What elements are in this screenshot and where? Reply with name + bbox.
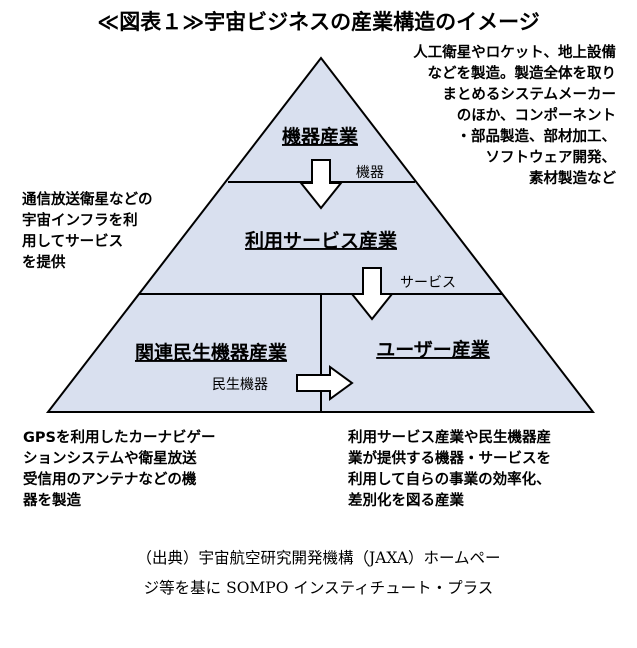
note-line: 素材製造など	[529, 171, 616, 187]
note-line: ジ等を基に SOMPO インスティチュート・プラス	[143, 579, 494, 597]
flow-label-service: サービス	[400, 275, 456, 291]
note-line: のほか、コンポーネント	[456, 108, 616, 124]
note-line: 利用して自らの事業の効率化、	[348, 472, 551, 488]
flow-arrow-service	[349, 267, 395, 321]
note-line: 利用サービス産業や民生機器産	[348, 430, 551, 446]
flow-arrow-kiki	[298, 159, 344, 210]
tier-label-riyou-service: 利用サービス産業	[245, 229, 398, 252]
figure-title: ≪図表１≫宇宙ビジネスの産業構造のイメージ	[97, 10, 540, 34]
note-line: 差別化を図る産業	[348, 493, 464, 509]
note-kiki-description: 人工衛星やロケット、地上設備などを製造。製造全体を取りまとめるシステムメーカーの…	[413, 43, 616, 190]
note-line: 用してサービス	[22, 234, 124, 250]
source-citation: （出典）宇宙航空研究開発機構（JAXA）ホームページ等を基に SOMPO インス…	[0, 543, 637, 603]
flow-label-kiki: 機器	[356, 165, 384, 181]
note-line: 業が提供する機器・サービスを	[348, 451, 551, 467]
note-line: ションシステムや衛星放送	[23, 451, 197, 467]
tier-label-user-sangyo: ユーザー産業	[376, 338, 491, 361]
note-line: 受信用のアンテナなどの機	[23, 472, 197, 488]
flow-label-minsei: 民生機器	[212, 377, 268, 393]
note-line: まとめるシステムメーカー	[442, 87, 616, 103]
note-line: 器を製造	[23, 493, 81, 509]
note-kanren-minsei-description: GPSを利用したカーナビゲーションシステムや衛星放送受信用のアンテナなどの機器を…	[23, 428, 215, 512]
note-line: などを製造。製造全体を取り	[427, 66, 617, 82]
note-line: ソフトウェア開発、	[485, 150, 617, 166]
note-line: GPSを利用したカーナビゲー	[23, 430, 216, 446]
flow-arrow-minsei	[296, 365, 354, 401]
note-line: ・部品製造、部材加工、	[456, 129, 617, 145]
tier-label-kiki-sangyo: 機器産業	[282, 125, 359, 148]
note-line: （出典）宇宙航空研究開発機構（JAXA）ホームペー	[136, 549, 501, 567]
note-user-sangyo-description: 利用サービス産業や民生機器産業が提供する機器・サービスを利用して自らの事業の効率…	[348, 428, 551, 512]
note-line: 人工衛星やロケット、地上設備	[413, 45, 616, 61]
note-riyou-service-description: 通信放送衛星などの宇宙インフラを利用してサービスを提供	[22, 190, 153, 274]
note-line: 通信放送衛星などの	[22, 192, 153, 208]
note-line: を提供	[22, 255, 66, 271]
note-line: 宇宙インフラを利	[22, 213, 138, 229]
tier-label-kanren-minsei: 関連民生機器産業	[135, 341, 288, 364]
